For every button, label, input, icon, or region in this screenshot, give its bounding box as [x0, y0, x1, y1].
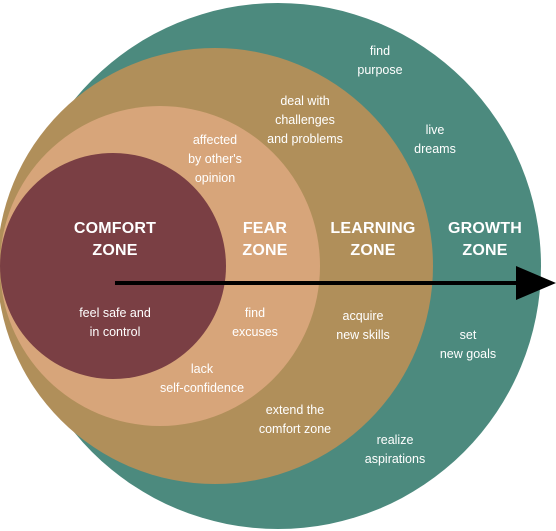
comfort-note-feel-safe: feel safe and in control	[79, 306, 151, 339]
fear-note-find-excuses: find excuses	[232, 306, 278, 339]
learning-note-acquire-skills: acquire new skills	[336, 309, 390, 342]
growth-note-find-purpose: find purpose	[357, 44, 403, 77]
fear-note-lack-self-confidence: lack self-confidence	[159, 362, 245, 395]
comfort-zone-circle	[0, 153, 226, 379]
growth-note-realize-aspirations: realize aspirations	[364, 433, 426, 466]
comfort-zone-title: COMFORT ZONE	[73, 220, 157, 259]
learning-zone-title: LEARNING ZONE	[330, 220, 416, 259]
fear-zone-title: FEAR ZONE	[242, 220, 288, 259]
growth-note-set-goals: set new goals	[439, 328, 497, 361]
growth-note-live-dreams: live dreams	[414, 123, 456, 156]
growth-arrow-head	[516, 266, 556, 300]
learning-note-deal-with-challenges: deal with challenges and problems	[267, 94, 343, 146]
fear-note-affected-by-opinion: affected by other's opinion	[188, 133, 242, 185]
growth-zone-title: GROWTH ZONE	[447, 220, 523, 259]
learning-note-extend-comfort-zone: extend the comfort zone	[258, 403, 332, 436]
